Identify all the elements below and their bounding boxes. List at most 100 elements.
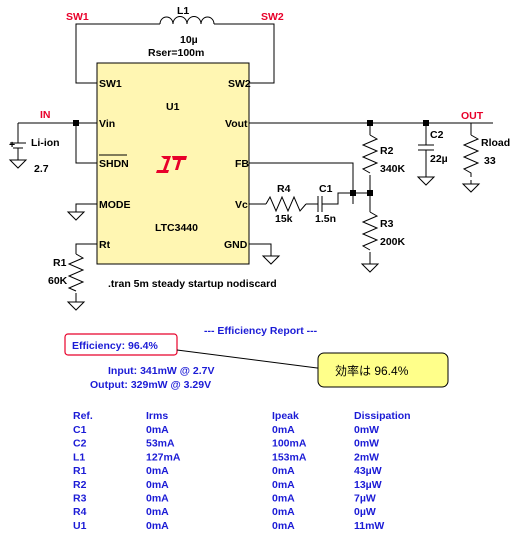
callout-text: 効率は 96.4%	[335, 363, 409, 378]
pin-shdn-label: SHDN	[99, 158, 129, 170]
resistor-r3	[361, 211, 379, 251]
junction-vout	[367, 120, 373, 126]
wire-vc	[249, 192, 353, 205]
c1-value: 1.5n	[315, 213, 336, 225]
efficiency-value: Efficiency: 96.4%	[72, 340, 158, 352]
l1-value: 10µ	[180, 34, 198, 46]
battery-value: 2.7	[34, 163, 49, 175]
sim-directive[interactable]: .tran 5m steady startup nodiscard	[108, 278, 277, 290]
junction-in	[73, 120, 79, 126]
c2-ref: C2	[430, 129, 444, 141]
table-cell: 0mA	[146, 479, 169, 491]
battery-plus: +	[9, 139, 15, 151]
wire-gnd	[249, 243, 272, 256]
pin-sw2-label: SW2	[228, 78, 251, 90]
c1-ref: C1	[319, 183, 333, 195]
table-header: Dissipation	[354, 410, 411, 422]
table-cell: 0mA	[146, 493, 169, 505]
resistor-r4	[265, 195, 307, 213]
junction-c2	[423, 120, 429, 126]
r1-ref: R1	[53, 257, 67, 269]
ground-r1	[66, 301, 86, 311]
table-header: Irms	[146, 410, 168, 422]
capacitor-c2	[418, 144, 434, 161]
rload-value: 33	[484, 155, 496, 167]
table-cell: 0mA	[272, 479, 295, 491]
table-cell: 127mA	[146, 451, 181, 463]
report-input: Input: 341mW @ 2.7V	[108, 365, 215, 377]
wire-sw1	[75, 23, 160, 84]
table-cell: R4	[73, 506, 87, 518]
table-cell: R1	[73, 465, 87, 477]
resistor-r1	[67, 253, 85, 292]
r2-value: 340K	[380, 163, 406, 175]
capacitor-c1	[317, 196, 323, 212]
pin-rt-label: Rt	[99, 239, 111, 251]
report-output: Output: 329mW @ 3.29V	[90, 379, 211, 391]
resistor-r2	[361, 134, 379, 174]
inductor-l1	[159, 16, 215, 25]
table-cell: 0µW	[354, 506, 376, 518]
table-cell: 0mA	[272, 424, 295, 436]
table-cell: R2	[73, 479, 87, 491]
net-label-sw1: SW1	[66, 11, 89, 23]
battery-li-ion	[10, 142, 26, 160]
table-cell: 0mA	[272, 493, 295, 505]
r3-ref: R3	[380, 218, 394, 230]
net-label-out: OUT	[461, 110, 484, 122]
table-cell: 100mA	[272, 438, 307, 450]
r2-ref: R2	[380, 145, 394, 157]
junction-vc	[350, 190, 356, 196]
pin-vout-label: Vout	[225, 118, 248, 130]
net-label-sw2: SW2	[261, 11, 284, 23]
table-header: Ref.	[73, 410, 93, 422]
table-cell: 0mA	[272, 506, 295, 518]
ground-rload	[461, 183, 481, 193]
table-cell: C1	[73, 424, 87, 436]
pin-mode-label: MODE	[99, 199, 131, 211]
ground-r3	[360, 263, 380, 273]
junction-divider	[367, 190, 373, 196]
table-cell: 7µW	[354, 493, 376, 505]
table-header: Ipeak	[272, 410, 299, 422]
table-cell: 0mA	[272, 465, 295, 477]
table-cell: 153mA	[272, 451, 307, 463]
ground-c2	[416, 176, 436, 186]
l1-ref: L1	[177, 5, 189, 17]
wire-fb	[249, 162, 354, 204]
wire-shdn	[75, 123, 97, 164]
table-cell: 0mA	[146, 520, 169, 532]
table-cell: U1	[73, 520, 87, 532]
table-cell: 43µW	[354, 465, 382, 477]
ground-mode	[66, 211, 86, 221]
table-cell: 13µW	[354, 479, 382, 491]
resistor-rload	[462, 134, 480, 177]
table-cell: 0mA	[146, 506, 169, 518]
table-cell: R3	[73, 493, 87, 505]
table-cell: 11mW	[354, 520, 384, 532]
battery-name: Li-ion	[31, 137, 60, 149]
c2-value: 22µ	[430, 153, 448, 165]
pin-sw1-label: SW1	[99, 78, 122, 90]
callout-box	[317, 352, 449, 388]
linear-tech-logo-icon	[156, 156, 187, 173]
wire-sw2	[214, 23, 275, 84]
table-cell: L1	[73, 451, 85, 463]
table-cell: 2mW	[354, 451, 379, 463]
table-cell: 0mA	[146, 424, 169, 436]
efficiency-box	[64, 333, 178, 356]
ic-u1-body[interactable]	[96, 62, 250, 265]
ic-ref-label: U1	[166, 101, 180, 113]
pin-gnd-label: GND	[224, 239, 248, 251]
net-label-in: IN	[40, 109, 51, 121]
wire-rt	[75, 243, 97, 302]
table-cell: 0mA	[272, 520, 295, 532]
r1-value: 60K	[48, 275, 68, 287]
table-cell: 0mA	[146, 465, 169, 477]
wire-mode	[75, 203, 97, 212]
ground-gnd	[261, 255, 281, 265]
table-cell: 0mW	[354, 424, 379, 436]
